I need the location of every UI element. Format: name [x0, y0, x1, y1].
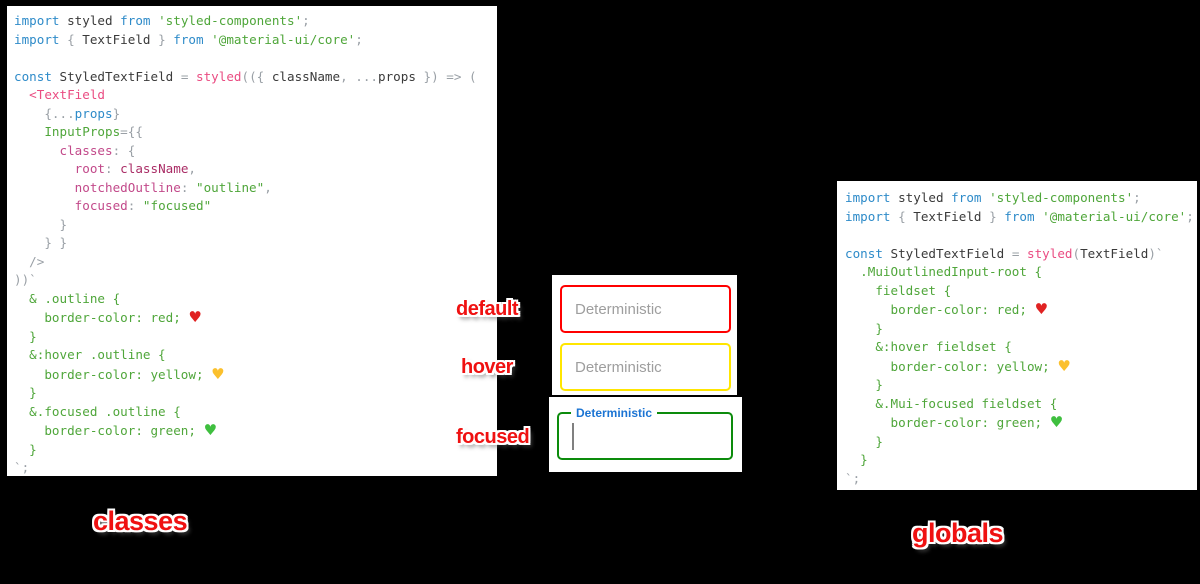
code-line: `; — [845, 470, 861, 486]
code-line: import { TextField } from '@material-ui/… — [14, 31, 363, 47]
code-line: import styled from 'styled-components'; — [14, 13, 310, 28]
code-line: classes: { — [14, 142, 136, 158]
code-line: } — [845, 320, 883, 336]
code-line: import styled from 'styled-components'; — [845, 190, 1141, 205]
code-line: border-color: red; ♥ — [845, 300, 1049, 318]
code-line: } — [14, 328, 37, 344]
code-line: const StyledTextField = styled(({ classN… — [14, 68, 477, 84]
code-line: } — [845, 433, 883, 449]
code-line: border-color: yellow; ♥ — [14, 364, 225, 383]
state-label-focused: focused — [456, 426, 530, 448]
code-line: ))` — [14, 272, 37, 287]
code-line: &:hover .outline { — [14, 347, 166, 362]
classes-code-block: import styled from 'styled-components'; i… — [7, 6, 497, 476]
code-line: import { TextField } from '@material-ui/… — [845, 208, 1194, 224]
code-line: root: className, — [14, 161, 197, 176]
code-line: <TextField — [14, 87, 105, 102]
code-line: } — [14, 216, 68, 232]
textfield-hover-input[interactable] — [562, 345, 729, 389]
code-line: focused: "focused" — [14, 198, 212, 213]
textfield-focused-input[interactable] — [559, 414, 731, 458]
code-line: } } — [14, 235, 68, 250]
textfield-default-input[interactable] — [562, 287, 729, 331]
state-label-hover: hover — [461, 356, 513, 378]
code-line: InputProps={{ — [14, 124, 143, 139]
code-line: & .outline { — [14, 290, 121, 306]
code-line: border-color: green; ♥ — [14, 421, 218, 439]
code-line: border-color: green; ♥ — [845, 413, 1064, 431]
caption-globals: globals — [912, 518, 1004, 548]
textfield-hover[interactable] — [560, 343, 731, 391]
code-line: notchedOutline: "outline", — [14, 179, 272, 195]
code-line: fieldset { — [845, 282, 952, 298]
state-label-default: default — [456, 298, 519, 320]
code-line: `; — [14, 460, 30, 475]
text-cursor — [572, 423, 574, 450]
code-line: border-color: yellow; ♥ — [845, 356, 1071, 375]
code-line: &:hover fieldset { — [845, 339, 1012, 354]
code-line: } — [14, 385, 37, 400]
code-line: {...props} — [14, 105, 121, 121]
textfield-default[interactable] — [560, 285, 731, 333]
code-line: &.Mui-focused fieldset { — [845, 395, 1058, 411]
code-line: /> — [14, 253, 45, 269]
code-line: } — [845, 377, 883, 392]
textfield-focused[interactable]: Deterministic — [557, 406, 733, 460]
code-line: const StyledTextField = styled(TextField… — [845, 245, 1164, 261]
code-line: } — [845, 452, 868, 467]
textfield-demo-panel — [552, 275, 737, 395]
globals-code-block: import styled from 'styled-components'; i… — [837, 181, 1197, 490]
textfield-focused-panel: Deterministic — [549, 397, 742, 472]
code-line: } — [14, 441, 37, 457]
caption-classes: classes — [93, 506, 188, 536]
code-line: &.focused .outline { — [14, 403, 181, 419]
code-line — [14, 49, 497, 68]
code-line: border-color: red; ♥ — [14, 308, 202, 326]
code-line — [845, 226, 1197, 245]
code-line: .MuiOutlinedInput-root { — [845, 264, 1043, 279]
